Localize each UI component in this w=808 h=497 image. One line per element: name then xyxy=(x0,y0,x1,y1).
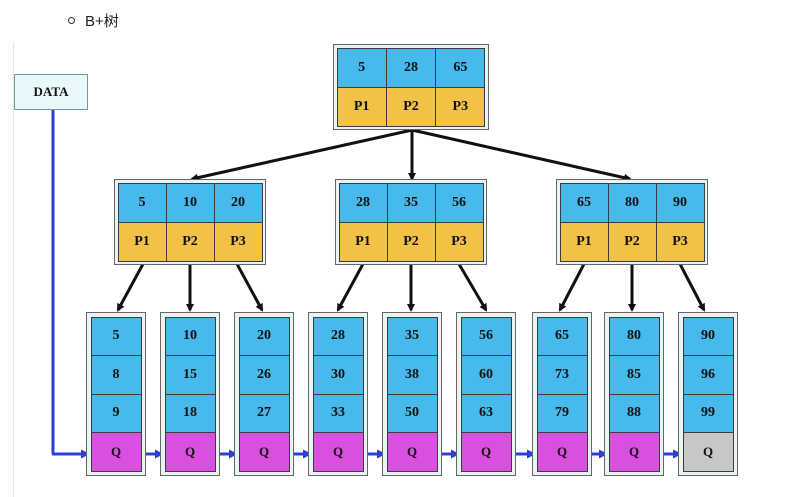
internal-key: 65 xyxy=(559,182,609,223)
internal-pointer: P3 xyxy=(213,221,263,262)
leaf-value: 18 xyxy=(164,393,216,433)
int1-arrow-1 xyxy=(116,263,145,312)
leaf-value: 5 xyxy=(90,316,142,356)
leaf-value: 15 xyxy=(164,355,216,395)
leaf-link: Q xyxy=(386,432,438,472)
internal-key: 5 xyxy=(117,182,167,223)
bullet-item: B+树 xyxy=(68,10,119,30)
root-key-2: 28 xyxy=(385,47,437,88)
bullet-circle-icon xyxy=(68,16,75,24)
leaf-node-3: 20 26 27 Q xyxy=(234,312,294,476)
leaf-link: Q xyxy=(238,432,290,472)
int3-arrow-3 xyxy=(678,263,706,312)
internal-key: 90 xyxy=(655,182,705,223)
internal-key: 80 xyxy=(607,182,657,223)
heading-text: B+树 xyxy=(85,12,119,30)
leaf-node-4: 28 30 33 Q xyxy=(308,312,368,476)
data-box: DATA xyxy=(14,74,88,110)
leaf-link: Q xyxy=(312,432,364,472)
leaf-node-2: 10 15 18 Q xyxy=(160,312,220,476)
leaf-value: 28 xyxy=(312,316,364,356)
leaf-value: 85 xyxy=(608,355,660,395)
internal-node-3: 65 80 90 P1 P2 P3 xyxy=(556,179,708,265)
root-arrow-1 xyxy=(190,128,413,182)
internal-pointer: P1 xyxy=(338,221,388,262)
int2-arrow-1 xyxy=(336,263,365,312)
internal-pointer: P2 xyxy=(165,221,215,262)
leaf-link: Q xyxy=(536,432,588,472)
leaf-node-1: 5 8 9 Q xyxy=(86,312,146,476)
leaf-node-7: 65 73 79 Q xyxy=(532,312,592,476)
leaf-link: Q xyxy=(90,432,142,472)
leaf-value: 96 xyxy=(682,355,734,395)
internal-key: 35 xyxy=(386,182,436,223)
internal-node-1: 5 10 20 P1 P2 P3 xyxy=(114,179,266,265)
leaf-node-5: 35 38 50 Q xyxy=(382,312,442,476)
root-pointer-3: P3 xyxy=(435,86,486,127)
root-key-3: 65 xyxy=(435,47,486,88)
leaf-value: 35 xyxy=(386,316,438,356)
int3-arrow-1 xyxy=(558,263,586,312)
leaf-link: Q xyxy=(164,432,216,472)
bplus-tree-diagram: DATA 5 28 65 P1 P2 P3 5 10 20 P1 P2 P3 2… xyxy=(0,42,808,497)
root-pointer-2: P2 xyxy=(385,86,437,127)
internal-pointer: P2 xyxy=(386,221,436,262)
internal-pointer: P3 xyxy=(655,221,705,262)
leaf-value: 8 xyxy=(90,355,142,395)
leaf-value: 90 xyxy=(682,316,734,356)
leaf-value: 27 xyxy=(238,393,290,433)
internal-pointer: P1 xyxy=(559,221,609,262)
leaf-node-8: 80 85 88 Q xyxy=(604,312,664,476)
leaf-link: Q xyxy=(608,432,660,472)
leaf-link: Q xyxy=(460,432,512,472)
internal-pointer: P1 xyxy=(117,221,167,262)
internal-key: 56 xyxy=(434,182,484,223)
leaf-value: 38 xyxy=(386,355,438,395)
internal-key: 20 xyxy=(213,182,263,223)
connector-lines xyxy=(51,110,706,459)
internal-key: 28 xyxy=(338,182,388,223)
leaf-value: 56 xyxy=(460,316,512,356)
leaf-link-last: Q xyxy=(682,432,734,472)
leaf-value: 30 xyxy=(312,355,364,395)
leaf-node-9: 90 96 99 Q xyxy=(678,312,738,476)
internal-node-2: 28 35 56 P1 P2 P3 xyxy=(335,179,487,265)
leaf-value: 50 xyxy=(386,393,438,433)
diagram-left-border xyxy=(13,42,14,497)
root-node: 5 28 65 P1 P2 P3 xyxy=(333,44,489,130)
leaf-value: 79 xyxy=(536,393,588,433)
leaf-node-6: 56 60 63 Q xyxy=(456,312,516,476)
int1-arrow-3 xyxy=(235,263,264,312)
leaf-value: 80 xyxy=(608,316,660,356)
leaf-value: 33 xyxy=(312,393,364,433)
internal-pointer: P3 xyxy=(434,221,484,262)
leaf-value: 10 xyxy=(164,316,216,356)
leaf-value: 99 xyxy=(682,393,734,433)
leaf-value: 26 xyxy=(238,355,290,395)
root-arrow-3 xyxy=(411,128,632,182)
root-key-1: 5 xyxy=(336,47,387,88)
leaf-value: 63 xyxy=(460,393,512,433)
leaf-value: 88 xyxy=(608,393,660,433)
leaf-value: 9 xyxy=(90,393,142,433)
leaf-value: 20 xyxy=(238,316,290,356)
leaf-value: 73 xyxy=(536,355,588,395)
leaf-value: 60 xyxy=(460,355,512,395)
int2-arrow-3 xyxy=(457,263,488,312)
leaf-value: 65 xyxy=(536,316,588,356)
root-pointer-1: P1 xyxy=(336,86,387,127)
internal-key: 10 xyxy=(165,182,215,223)
internal-pointer: P2 xyxy=(607,221,657,262)
